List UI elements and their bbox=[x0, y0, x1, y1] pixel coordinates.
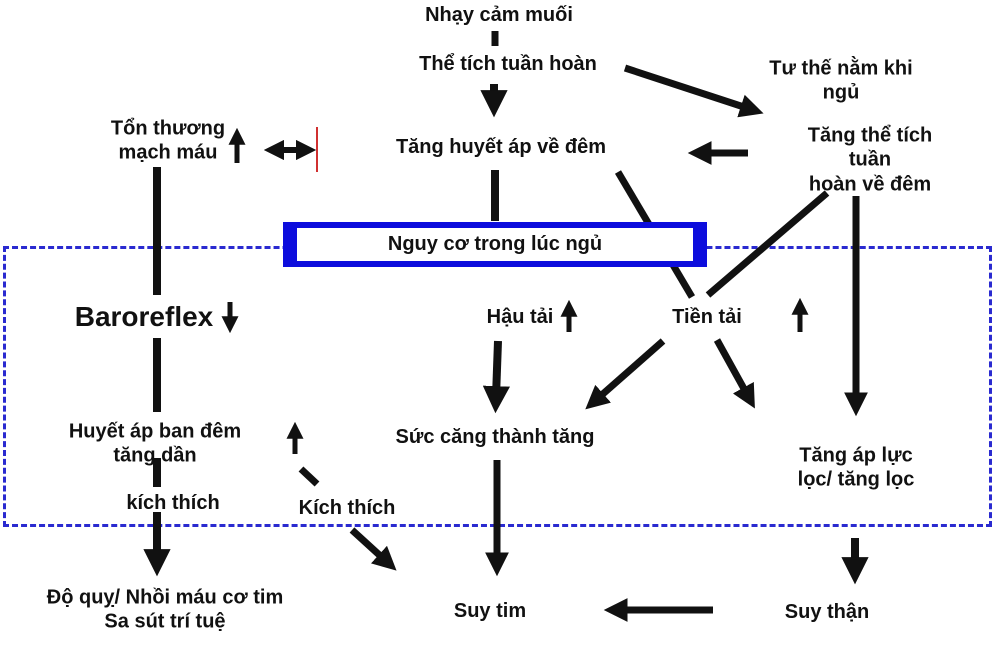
node-preload: Tiền tải bbox=[672, 305, 742, 328]
diagonal-arrow-icon bbox=[349, 527, 397, 571]
diagonal-arrow-icon bbox=[623, 64, 764, 118]
sleep-risk-box-label: Nguy cơ trong lúc ngủ bbox=[387, 233, 603, 256]
node-circulating-volume: Thể tích tuần hoàn bbox=[419, 52, 597, 75]
node-heart-failure: Suy tim bbox=[453, 599, 527, 622]
diagonal-connector bbox=[705, 190, 830, 298]
sleep-risk-box: Nguy cơ trong lúc ngủ bbox=[283, 222, 707, 267]
node-wall-tension: Sức căng thành tăng bbox=[395, 425, 595, 448]
node-night-bp-rise: Huyết áp ban đêm tăng dần bbox=[68, 420, 242, 467]
node-vascular-damage: Tổn thương mạch máu bbox=[110, 117, 226, 164]
node-stimulation-lower: kích thích bbox=[126, 491, 220, 514]
diagonal-arrow-icon bbox=[585, 338, 666, 410]
node-stroke-mi-dementia: Độ quỵ/ Nhồi máu cơ tim Sa sút trí tuệ bbox=[46, 586, 284, 633]
short-diagonal-segment bbox=[298, 466, 320, 487]
node-afterload: Hậu tải bbox=[486, 305, 554, 328]
node-supine-sleep: Tư thế nằm khi ngủ bbox=[769, 57, 913, 104]
node-filtration-pressure: Tăng áp lực lọc/ tăng lọc bbox=[797, 444, 915, 491]
node-nocturnal-volume: Tăng thể tích tuần hoàn về đêm bbox=[807, 124, 933, 196]
node-salt-sensitivity: Nhạy cảm muối bbox=[425, 3, 573, 26]
node-baroreflex: Baroreflex bbox=[74, 300, 214, 332]
node-stimulation-mid: Kích thích bbox=[298, 496, 396, 519]
node-kidney-failure: Suy thận bbox=[784, 600, 870, 623]
down-arrow-icon bbox=[482, 340, 510, 414]
diagonal-arrow-icon bbox=[713, 338, 755, 409]
node-nocturnal-htn: Tăng huyết áp về đêm bbox=[395, 135, 607, 158]
